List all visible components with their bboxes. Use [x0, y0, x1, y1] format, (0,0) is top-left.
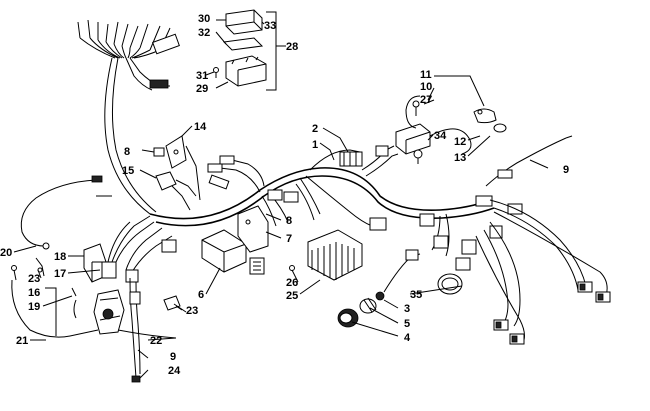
callout-11: 11	[420, 69, 432, 81]
callout-8-lower: 8	[286, 215, 292, 227]
callout-34: 34	[434, 130, 447, 142]
control-module-6	[201, 229, 247, 273]
callout-27: 27	[420, 94, 432, 106]
callout-9-lower: 9	[170, 351, 176, 363]
callout-12: 12	[454, 136, 466, 148]
callout-17: 17	[54, 268, 66, 280]
callout-24: 24	[168, 365, 181, 377]
long-harness-cable	[104, 57, 157, 215]
callout-18: 18	[54, 251, 66, 263]
pigtail-connector-bundle	[77, 19, 180, 91]
connector-plug-pair-upper	[577, 281, 611, 303]
callout-13: 13	[454, 152, 466, 164]
callout-20: 20	[0, 247, 12, 259]
relay-box-assembly	[213, 9, 286, 91]
callout-15: 15	[122, 165, 134, 177]
callout-28: 28	[286, 41, 298, 53]
callout-35: 35	[410, 289, 422, 301]
callout-14: 14	[194, 121, 207, 133]
left-side-components	[11, 175, 187, 383]
plug-connector-15	[155, 171, 197, 211]
mounting-bracket-7	[237, 205, 269, 275]
callout-10: 10	[420, 81, 432, 93]
callout-19: 19	[28, 301, 40, 313]
main-wiring-harness	[149, 145, 523, 271]
callout-30: 30	[198, 13, 210, 25]
callout-29: 29	[196, 83, 208, 95]
callout-26: 26	[286, 277, 298, 289]
connector-plug-pair-lower	[493, 319, 525, 345]
right-harness-branches	[475, 135, 611, 345]
callout-21: 21	[16, 335, 28, 347]
sensor-module-34	[395, 95, 507, 164]
callout-33: 33	[264, 20, 276, 32]
callout-25: 25	[286, 290, 298, 302]
callout-31: 31	[196, 70, 208, 82]
callout-22: 22	[150, 335, 162, 347]
callout-7: 7	[286, 233, 292, 245]
callout-4: 4	[404, 332, 411, 344]
callout-leader-lines	[13, 19, 549, 379]
callout-32: 32	[198, 27, 210, 39]
callout-23-left: 23	[28, 273, 40, 285]
callout-8-upper: 8	[124, 146, 130, 158]
callout-23-right: 23	[186, 305, 198, 317]
callout-9-right: 9	[563, 164, 569, 176]
callout-6: 6	[198, 289, 204, 301]
callout-3: 3	[404, 303, 410, 315]
callout-1: 1	[312, 139, 318, 151]
callout-2: 2	[312, 123, 318, 135]
voltage-regulator-25	[289, 229, 363, 281]
callout-5: 5	[404, 318, 410, 330]
callout-16: 16	[28, 287, 40, 299]
callout-labels: 1 2 3 4 5 6 7 8 8 9 9 10 11 12 13 14 15 …	[0, 13, 569, 377]
